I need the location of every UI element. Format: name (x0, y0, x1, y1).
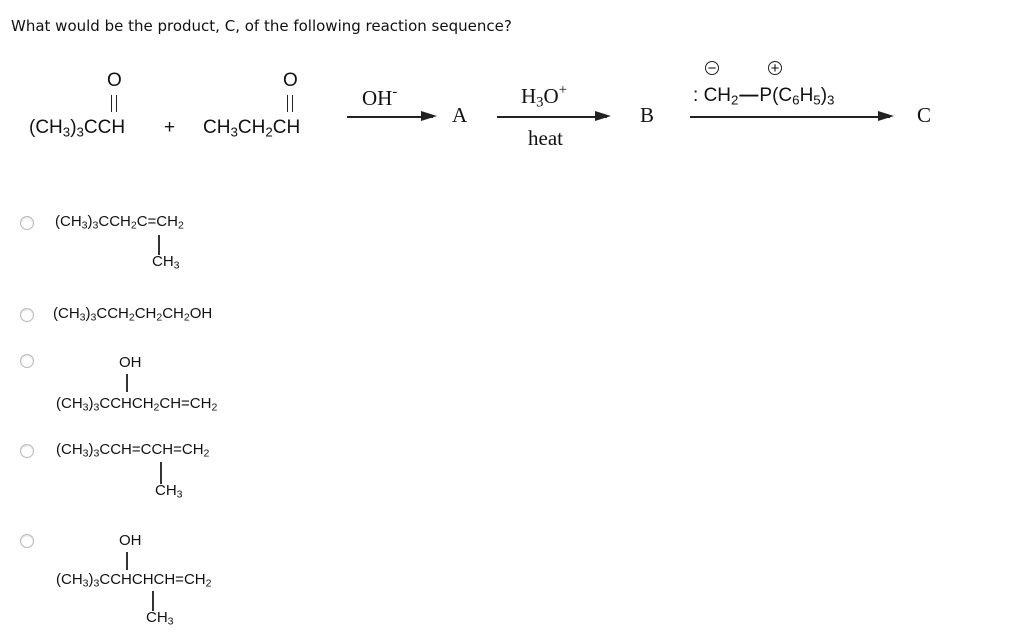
ylide-reagent: : CH2—P(C6H5)3 (693, 85, 835, 108)
step2-reagent-top: H3O+ (521, 82, 567, 111)
option-substituent: CH3 (155, 482, 183, 501)
step2-reagent-bottom: heat (528, 126, 563, 150)
option-formula: (CH3)3CCH2C=CH2 (55, 213, 184, 232)
option-substituent: OH (119, 354, 142, 371)
option-substituent: CH3 (152, 253, 180, 272)
bond-line (126, 374, 128, 392)
radio-button[interactable] (20, 216, 34, 230)
question-text: What would be the product, C, of the fol… (11, 17, 512, 35)
step1-reagent: OH- (362, 84, 398, 110)
double-bond (287, 95, 293, 112)
reaction-arrow-1 (347, 112, 437, 120)
intermediate-a: A (452, 103, 468, 127)
product-c: C (917, 103, 932, 127)
option-formula: (CH3)3CCHCH2CH=CH2 (56, 395, 218, 414)
plus-sign: + (164, 117, 176, 138)
radio-button[interactable] (20, 444, 34, 458)
option-formula: (CH3)3CCH2CH2CH2OH (53, 305, 213, 324)
radio-button[interactable] (20, 308, 34, 322)
reaction-arrow-2 (497, 112, 611, 120)
option-formula: (CH3)3CCH=CCH=CH2 (56, 441, 210, 460)
double-bond (111, 95, 117, 112)
radio-button[interactable] (20, 534, 34, 548)
option-substituent: CH3 (146, 609, 174, 628)
option-substituent: OH (119, 532, 142, 549)
bond-line (126, 552, 128, 570)
reactant-2-formula: CH3CH2CH (203, 117, 301, 140)
bond-line (152, 591, 154, 611)
reaction-arrow-3 (690, 112, 894, 120)
reactant-1-formula: (CH3)3CCH (29, 117, 126, 140)
carbonyl-oxygen: O (107, 70, 122, 91)
positive-charge-icon: + (768, 61, 782, 76)
bond-line (158, 235, 160, 255)
carbonyl-oxygen: O (283, 70, 298, 91)
radio-button[interactable] (20, 354, 34, 368)
bond-line (160, 462, 162, 484)
intermediate-b: B (640, 103, 655, 127)
negative-charge-icon: − (705, 61, 719, 76)
option-formula: (CH3)3CCHCHCH=CH2 (56, 571, 212, 590)
